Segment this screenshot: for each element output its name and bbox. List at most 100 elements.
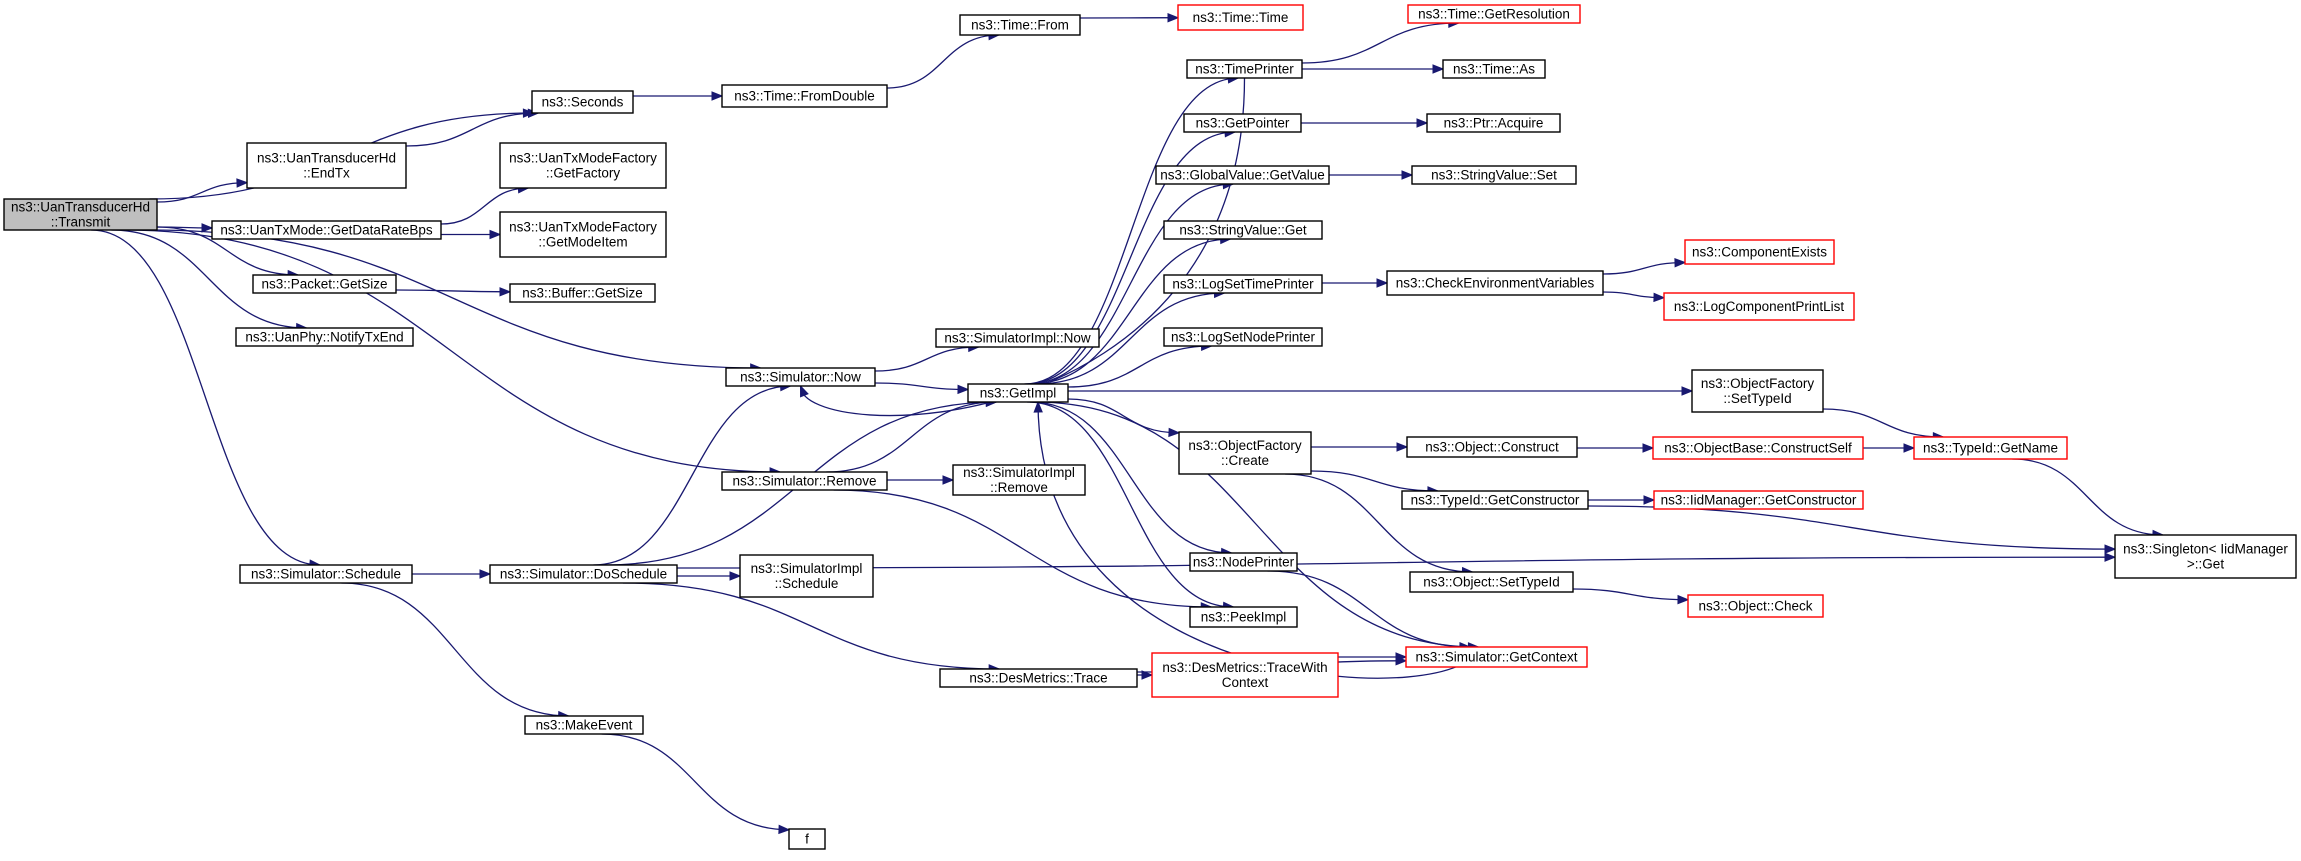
node-checkenv-box <box>1386 270 1604 296</box>
node-simremove[interactable]: ns3::Simulator::Remove <box>721 471 888 491</box>
node-ofcreate[interactable]: ns3::ObjectFactory::Create <box>1178 431 1312 475</box>
node-notifytxend[interactable]: ns3::UanPhy::NotifyTxEnd <box>235 327 414 347</box>
node-seconds[interactable]: ns3::Seconds <box>531 90 634 114</box>
edge-timeprinter-to-simnow-arrowhead <box>799 384 809 398</box>
node-getdatarate[interactable]: ns3::UanTxMode::GetDataRateBps <box>211 220 442 240</box>
node-compexists[interactable]: ns3::ComponentExists <box>1684 239 1835 265</box>
node-nodeprinter[interactable]: ns3::NodePrinter <box>1189 552 1298 572</box>
node-simremove-box <box>721 471 888 491</box>
edge-timeprinter-to-simnow <box>799 77 1246 417</box>
node-objcheck[interactable]: ns3::Object::Check <box>1687 594 1824 618</box>
node-simimplnow[interactable]: ns3::SimulatorImpl::Now <box>935 328 1100 348</box>
node-ptracquire[interactable]: ns3::Ptr::Acquire <box>1426 113 1561 133</box>
edge-checkenv-to-compexists <box>1602 261 1686 275</box>
node-endtx-label-0: ns3::UanTransducerHd <box>257 151 396 166</box>
node-simnow[interactable]: ns3::Simulator::Now <box>725 367 876 387</box>
node-getresolution[interactable]: ns3::Time::GetResolution <box>1407 4 1581 24</box>
edge-objsettypeid-to-objcheck-arrowhead <box>1677 594 1690 605</box>
node-svget[interactable]: ns3::StringValue::Get <box>1163 220 1323 240</box>
node-f[interactable]: f <box>788 828 826 850</box>
edge-ofcreate-to-typeidgetctor <box>1310 470 1438 492</box>
node-iidgetctor[interactable]: ns3::IidManager::GetConstructor <box>1653 490 1864 510</box>
node-getmodeitem[interactable]: ns3::UanTxModeFactory::GetModeItem <box>499 211 667 258</box>
node-ptracquire-label-0: ns3::Ptr::Acquire <box>1444 116 1544 131</box>
node-ofsettypeid-label-0: ns3::ObjectFactory <box>1701 376 1815 391</box>
node-ofcreate-label-1: ::Create <box>1221 453 1269 468</box>
node-ofsettypeid-box <box>1691 369 1824 413</box>
node-getimpl[interactable]: ns3::GetImpl <box>967 383 1069 403</box>
node-ofsettypeid[interactable]: ns3::ObjectFactory::SetTypeId <box>1691 369 1824 413</box>
node-simimplnow-label-0: ns3::SimulatorImpl::Now <box>944 331 1091 346</box>
edge-tracewithcontext-to-getcontext-arrowhead <box>1395 652 1408 662</box>
node-simschedule[interactable]: ns3::Simulator::Schedule <box>239 564 413 584</box>
node-singleton-label-1: >::Get <box>2187 557 2224 572</box>
edge-getimpl-to-logsettime <box>1036 292 1225 385</box>
edge-getimpl-to-ofcreate <box>1067 398 1180 434</box>
node-svset-label-0: ns3::StringValue::Set <box>1431 168 1557 183</box>
node-simimplschedule[interactable]: ns3::SimulatorImpl::Schedule <box>739 554 874 598</box>
node-timeprinter[interactable]: ns3::TimePrinter <box>1186 59 1303 79</box>
node-getpointer[interactable]: ns3::GetPointer <box>1183 113 1302 133</box>
node-packetgetsize[interactable]: ns3::Packet::GetSize <box>252 274 397 294</box>
edge-ofcreate-to-objconstruct-arrowhead <box>1396 442 1409 452</box>
node-typeidgetname[interactable]: ns3::TypeId::GetName <box>1913 436 2068 460</box>
node-destrace-label-0: ns3::DesMetrics::Trace <box>969 671 1107 686</box>
node-constructself[interactable]: ns3::ObjectBase::ConstructSelf <box>1652 436 1864 460</box>
node-singleton[interactable]: ns3::Singleton< IidManager>::Get <box>2114 534 2297 579</box>
node-getfactory[interactable]: ns3::UanTxModeFactory::GetFactory <box>499 142 667 189</box>
edge-getimpl-to-gvgetvalue <box>1027 183 1234 385</box>
node-objsettypeid-box <box>1409 571 1574 593</box>
node-transmit[interactable]: ns3::UanTransducerHd::Transmit <box>3 198 158 231</box>
edge-timeprinter-to-timeas-arrowhead <box>1432 64 1445 74</box>
edge-typeidgetctor-to-singleton-arrowhead <box>2104 544 2117 554</box>
node-peekimpl[interactable]: ns3::PeekImpl <box>1189 606 1298 628</box>
node-packetgetsize-box <box>252 274 397 294</box>
node-makeevent[interactable]: ns3::MakeEvent <box>524 715 644 735</box>
edge-from-to-timetime-arrowhead <box>1167 12 1180 23</box>
edge-transmit-to-simnow <box>149 229 761 369</box>
edge-typeidgetname-to-singleton <box>2012 458 2163 536</box>
node-fromdouble[interactable]: ns3::Time::FromDouble <box>721 84 888 108</box>
node-checkenv[interactable]: ns3::CheckEnvironmentVariables <box>1386 270 1604 296</box>
node-timeas[interactable]: ns3::Time::As <box>1442 59 1546 79</box>
node-endtx[interactable]: ns3::UanTransducerHd::EndTx <box>246 142 407 189</box>
node-objconstruct[interactable]: ns3::Object::Construct <box>1406 436 1578 458</box>
node-f-box <box>788 828 826 850</box>
node-getcontext[interactable]: ns3::Simulator::GetContext <box>1405 646 1588 668</box>
edge-transmit-to-endtx <box>156 181 248 203</box>
node-objconstruct-box <box>1406 436 1578 458</box>
node-getimpl-box <box>967 383 1069 403</box>
edge-objsettypeid-to-objcheck <box>1572 588 1689 601</box>
node-logsetnode[interactable]: ns3::LogSetNodePrinter <box>1163 327 1323 347</box>
node-simimplremove-label-1: ::Remove <box>990 480 1048 495</box>
node-typeidgetname-box <box>1913 436 2068 460</box>
node-destrace[interactable]: ns3::DesMetrics::Trace <box>939 668 1138 688</box>
node-compexists-label-0: ns3::ComponentExists <box>1692 245 1827 260</box>
node-tracewithcontext-box <box>1151 652 1339 698</box>
node-fromdouble-label-0: ns3::Time::FromDouble <box>734 89 875 104</box>
edge-fromdouble-to-from <box>886 34 999 89</box>
node-gvgetvalue[interactable]: ns3::GlobalValue::GetValue <box>1155 165 1330 185</box>
node-getfactory-label-1: ::GetFactory <box>546 166 621 181</box>
node-timetime[interactable]: ns3::Time::Time <box>1177 4 1304 31</box>
node-from[interactable]: ns3::Time::From <box>959 14 1081 36</box>
node-objsettypeid[interactable]: ns3::Object::SetTypeId <box>1409 571 1574 593</box>
edge-getimpl-to-getcontext <box>1034 401 1479 648</box>
node-typeidgetctor-label-0: ns3::TypeId::GetConstructor <box>1411 493 1580 508</box>
node-logprintlist[interactable]: ns3::LogComponentPrintList <box>1663 292 1855 321</box>
node-svset[interactable]: ns3::StringValue::Set <box>1411 165 1577 185</box>
node-logsettime[interactable]: ns3::LogSetTimePrinter <box>1163 274 1323 294</box>
edge-makeevent-to-f <box>601 733 790 831</box>
edge-getpointer-to-ptracquire-arrowhead <box>1416 118 1429 128</box>
node-svget-box <box>1163 220 1323 240</box>
node-doschedule[interactable]: ns3::Simulator::DoSchedule <box>489 564 678 584</box>
node-makeevent-label-0: ns3::MakeEvent <box>536 718 633 733</box>
node-logsettime-label-0: ns3::LogSetTimePrinter <box>1172 277 1314 292</box>
node-typeidgetctor[interactable]: ns3::TypeId::GetConstructor <box>1401 490 1589 510</box>
edge-gvgetvalue-to-svset-arrowhead <box>1401 170 1414 180</box>
node-simimplremove[interactable]: ns3::SimulatorImpl::Remove <box>952 464 1086 496</box>
node-transmit-box <box>3 198 158 231</box>
node-buffergetsize[interactable]: ns3::Buffer::GetSize <box>509 283 656 303</box>
node-buffergetsize-label-0: ns3::Buffer::GetSize <box>522 286 643 301</box>
